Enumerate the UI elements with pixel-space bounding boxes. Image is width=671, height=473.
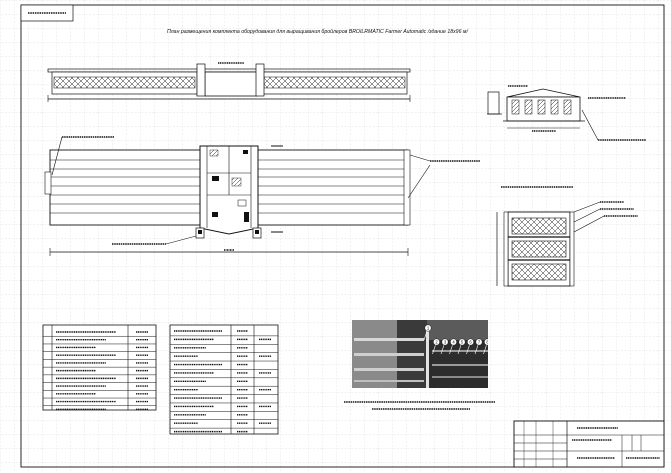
callout-bubble xyxy=(484,338,488,346)
end-elevation xyxy=(487,85,646,141)
sheet-frame xyxy=(20,4,665,468)
callout-bubble xyxy=(458,338,466,346)
callout-bubble xyxy=(424,324,432,332)
side-elevation xyxy=(47,62,411,102)
callout-number: 2 xyxy=(435,340,438,345)
callout-number: 5 xyxy=(461,340,464,345)
title-block xyxy=(513,420,665,468)
cage-cross-section xyxy=(496,186,638,287)
drawing-title: План размещения комплекта оборудования д… xyxy=(167,28,468,35)
callout-number: 7 xyxy=(478,340,481,345)
callout-bubble xyxy=(475,338,483,346)
callout-bubble xyxy=(467,338,474,346)
callout-bubble xyxy=(433,338,440,346)
callout-number: 1 xyxy=(427,326,430,331)
callout-bubble xyxy=(441,338,449,346)
callout-number: 8 xyxy=(486,340,488,345)
equipment-table-left xyxy=(42,324,157,411)
callout-bubble xyxy=(450,338,457,346)
equipment-table-right xyxy=(169,324,279,435)
plan-view xyxy=(44,136,480,256)
callout-number: 6 xyxy=(469,340,472,345)
callout-number: 4 xyxy=(452,340,455,345)
callout-number: 3 xyxy=(444,340,447,345)
